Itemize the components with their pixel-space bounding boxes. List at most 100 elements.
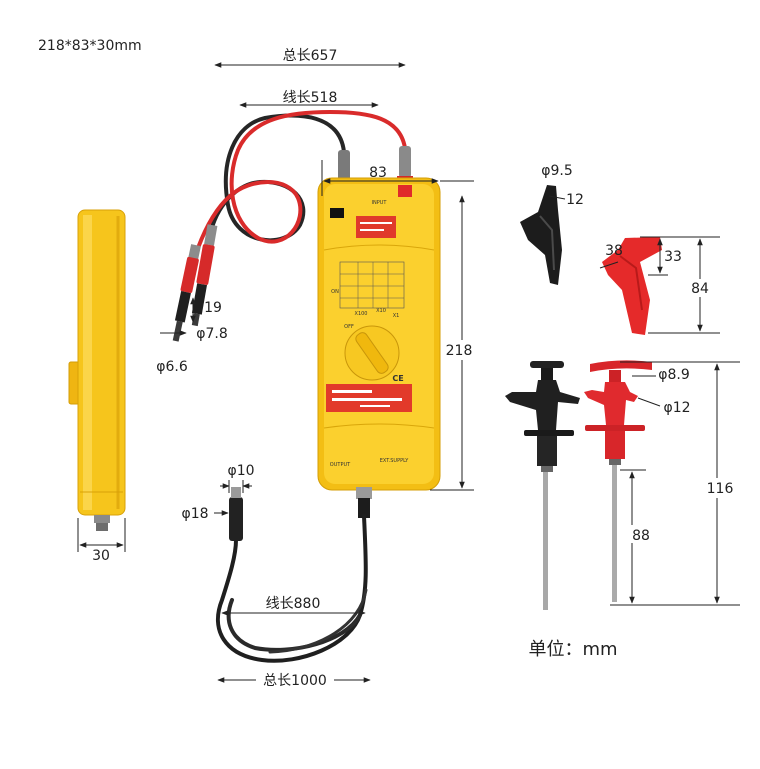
hook-head-diameter-label: φ8.9 (658, 367, 690, 383)
hook-grip (537, 436, 557, 466)
dim-leader (599, 261, 619, 269)
red-lead-wire (196, 109, 407, 250)
spec-table-border (339, 261, 405, 309)
lead-length-dimension: 线长518 (239, 90, 379, 108)
output-connector (356, 487, 372, 499)
hook-cap (530, 361, 564, 368)
output-cable-wire-loop (226, 598, 362, 652)
hook-rod (543, 472, 548, 610)
hook-body (505, 380, 580, 430)
connector-d1-label: φ10 (227, 463, 254, 479)
probe-width-label: 83 (369, 165, 387, 181)
bnc-connector-tip (231, 487, 241, 498)
hook-body (584, 382, 638, 425)
output-cable-wire (216, 514, 368, 663)
tip-diameter-a-label: φ7.8 (196, 326, 228, 342)
output-text: OUTPUT (330, 462, 351, 468)
black-alligator-clip (520, 185, 562, 285)
tip-red-section (196, 244, 215, 285)
black-input-jack (330, 208, 344, 218)
x10-text: X10 (376, 308, 386, 314)
ext-supply-text: EXT.SUPPLY (380, 458, 410, 464)
probe-width-dimension: 83 (321, 160, 439, 196)
side-connector (94, 515, 110, 523)
connector-d2-label: φ18 (181, 506, 208, 522)
lead-tip-dimensions: 19 φ7.8 φ6.6 (156, 297, 228, 375)
label-bg (704, 478, 736, 498)
hook-cap (590, 360, 652, 372)
output-cable-dimensions: φ10 φ18 线长880 总长1000 (181, 463, 371, 690)
x1-text: X1 (393, 313, 400, 319)
total-length-dimension: 总长657 (214, 48, 406, 68)
overall-size-text: 218*83*30mm (38, 38, 142, 54)
warning-label-line (360, 229, 384, 231)
differential-probe-body: INPUT ON X100 X10 X1 OFF CE OUTPUT EXT.S… (317, 177, 441, 499)
cable-total-length-label: 总长1000 (263, 673, 327, 689)
tip-sleeve (204, 224, 218, 246)
bnc-connector-body (229, 497, 243, 541)
hook-neck (609, 370, 621, 382)
unit-label: 单位：mm (528, 639, 617, 660)
clip-height-label: 33 (664, 249, 682, 265)
dim-leader (637, 397, 661, 407)
tip-red-section (180, 256, 199, 293)
x100-text: X100 (355, 311, 368, 317)
hook-rod (612, 465, 617, 602)
input-text: INPUT (372, 200, 388, 206)
alligator-clip-dimensions: φ9.5 12 38 33 84 (541, 163, 720, 334)
hook-rod-length-label: 88 (632, 528, 650, 544)
lead-probe-tip-left (172, 244, 201, 342)
label-bg (256, 670, 334, 690)
red-test-hook (584, 360, 652, 602)
red-lead-plug (399, 146, 411, 178)
red-alligator-clip (602, 237, 662, 335)
tip-sleeve (188, 244, 201, 261)
red-clip-shade (619, 255, 643, 311)
lead-length-label: 线长518 (283, 90, 338, 106)
probe-side-view (68, 209, 126, 531)
label-bg (630, 525, 652, 543)
hook-neck (541, 368, 553, 380)
side-thickness-label: 30 (92, 548, 110, 564)
dial-knob (355, 332, 389, 374)
off-text: OFF (344, 324, 354, 330)
total-length-label: 总长657 (283, 48, 338, 64)
hook-grip (605, 431, 625, 459)
ce-mark: CE (392, 374, 403, 383)
hook-sheath (609, 459, 621, 465)
output-cable (216, 487, 370, 663)
model-label-line (360, 405, 390, 407)
tip-black-section (174, 291, 191, 323)
clip-jaw-diameter-label: φ9.5 (541, 163, 573, 179)
side-connector-base (96, 523, 108, 531)
top-section-seam (323, 244, 435, 251)
black-clip-highlight (539, 215, 555, 271)
output-cable-wire-loop (268, 588, 368, 654)
hook-sheath (541, 466, 553, 472)
label-bg (689, 279, 711, 297)
tip-pin (172, 320, 183, 342)
warning-label-line (360, 222, 392, 224)
side-thickness-dimension: 30 (77, 518, 126, 564)
clip-angle-width-label: 38 (605, 243, 623, 259)
dim-leader (548, 195, 566, 200)
cable-length-label: 线长880 (266, 596, 321, 612)
side-highlight (83, 215, 92, 510)
tip-diameter-b-label: φ6.6 (156, 359, 188, 375)
test-hook-dimensions: φ8.9 φ12 116 88 (610, 361, 740, 606)
label-bg (444, 340, 474, 360)
warning-label (356, 216, 396, 238)
black-test-hook (505, 361, 580, 610)
clip-jaw-width-label: 12 (566, 192, 584, 208)
model-label-line (332, 398, 402, 401)
bottom-section-seam (323, 423, 435, 429)
model-label-line (332, 390, 372, 393)
hook-collar (585, 425, 645, 431)
red-clip-body (602, 237, 662, 335)
hook-grip-diameter-label: φ12 (663, 400, 690, 416)
probe-height-dimension: 218 (430, 180, 474, 491)
cable-strain-relief (358, 498, 370, 518)
clip-length-label: 84 (691, 281, 709, 297)
probe-height-label: 218 (446, 343, 473, 359)
